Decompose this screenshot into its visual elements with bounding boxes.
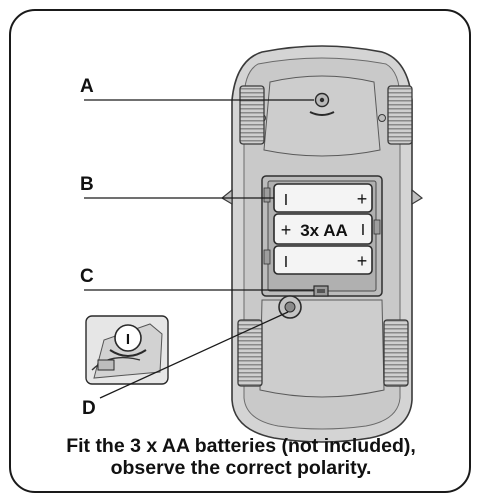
rear-left-wheel (237, 319, 263, 387)
label-b: B (80, 174, 94, 195)
battery-2: + 3x AA I (273, 213, 373, 245)
power-switch-d (278, 295, 302, 319)
battery-1: I + (273, 183, 373, 213)
label-c: C (80, 266, 94, 287)
battery-3: I + (273, 245, 373, 275)
battery-1-minus-symbol: I (284, 192, 288, 209)
leader-lines (84, 99, 314, 399)
switch-detail-inset: I (85, 315, 169, 385)
switch-on-symbol: I (126, 331, 130, 348)
battery-2-plus-symbol: + (281, 220, 292, 240)
front-right-wheel (387, 85, 413, 145)
battery-1-plus-symbol: + (357, 189, 368, 209)
caption-line-2: observe the correct polarity. (110, 457, 372, 479)
battery-3-minus-symbol: I (284, 254, 288, 271)
battery-3-plus-symbol: + (357, 251, 368, 271)
rear-right-wheel (383, 319, 409, 387)
instruction-caption: Fit the 3 x AA batteries (not included),… (0, 435, 482, 479)
leader-line-d (99, 311, 289, 399)
screw-a (309, 92, 335, 116)
label-d: D (82, 398, 96, 419)
battery-2-minus-symbol: I (361, 222, 365, 239)
label-a: A (80, 76, 94, 97)
battery-label: 3x AA (300, 221, 348, 240)
caption-line-1: Fit the 3 x AA batteries (not included), (66, 435, 416, 457)
latch-c (313, 285, 329, 297)
front-left-wheel (239, 85, 265, 145)
